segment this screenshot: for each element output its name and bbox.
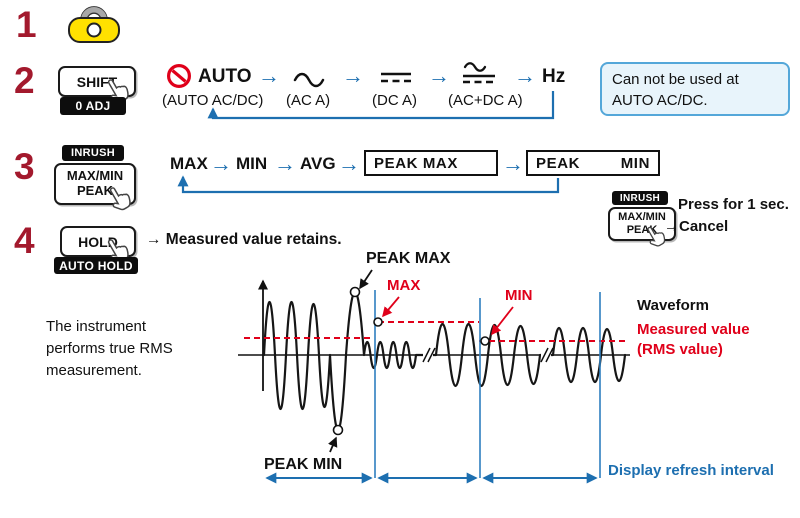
max-min-peak-button-small: MAX/MIN PEAK: [608, 207, 676, 241]
mode-sublabel-acdc: (AC+DC A): [448, 92, 523, 109]
step3-cycle-return-arrow: [177, 175, 560, 194]
press-note: Press for 1 sec.: [678, 196, 789, 213]
peak-min-marker: [332, 424, 344, 436]
inrush-badge-small: INRUSH: [612, 191, 668, 205]
step-4-number: 4: [14, 220, 35, 261]
peak-max-display-box: PEAK MAX: [364, 150, 498, 176]
seq-arrow-icon: →: [502, 151, 524, 176]
auto-acdc-note-box: Can not be used at AUTO AC/DC.: [600, 62, 790, 116]
step-3-number: 3: [14, 146, 35, 187]
peak-max-label: PEAK MAX: [366, 250, 451, 267]
mode-arrow-icon: →: [342, 63, 364, 88]
clamp-sensor-icon: [66, 4, 122, 46]
refresh-interval-label: Display refresh interval: [608, 462, 774, 479]
auto-hold-badge: AUTO HOLD: [54, 257, 138, 274]
mode-arrow-icon: →: [514, 63, 536, 88]
max-pointer-arrow: [382, 296, 400, 318]
peak-min-box-right: MIN: [620, 154, 650, 172]
peak-max-marker: [349, 286, 361, 298]
seq-min-label: MIN: [236, 154, 268, 173]
max-marker: [373, 317, 383, 327]
measured-value-dashed-line: [244, 321, 628, 342]
retains-text: → Measured value retains.: [146, 231, 342, 248]
mode-arrow-icon: →: [258, 63, 280, 88]
seq-arrow-icon: →: [274, 151, 296, 176]
dc-lines-icon: [378, 70, 414, 86]
prohibited-icon: [166, 63, 192, 89]
seq-arrow-icon: →: [338, 151, 360, 176]
waveform-label: Waveform: [637, 297, 709, 314]
min-marker: [480, 336, 490, 346]
max-label: MAX: [387, 277, 421, 294]
min-pointer-arrow: [491, 306, 514, 336]
hz-mode-label: Hz: [542, 66, 566, 87]
max-min-peak-button: MAX/MIN PEAK: [54, 163, 136, 205]
ac-wave-icon: [292, 71, 328, 89]
mode-arrow-icon: →: [428, 63, 450, 88]
hold-button: HOLD: [60, 226, 136, 257]
peak-min-display-box: PEAK MIN: [526, 150, 660, 176]
seq-avg-label: AVG: [300, 154, 336, 173]
min-label: MIN: [505, 287, 533, 304]
cancel-note: →Cancel: [664, 218, 729, 235]
ac-dc-lines-icon: [460, 62, 498, 86]
measured-value-label: Measured value (RMS value): [637, 321, 750, 359]
axis-break-marks: [422, 347, 554, 363]
peak-min-label: PEAK MIN: [264, 456, 343, 473]
waveform-markers: [332, 286, 490, 436]
peak-max-pointer-arrow: [359, 269, 373, 290]
peak-min-pointer-arrow: [328, 436, 338, 453]
seq-arrow-icon: →: [210, 151, 232, 176]
step-1-number: 1: [16, 4, 37, 45]
peak-min-box-left: PEAK: [536, 154, 581, 172]
inrush-badge: INRUSH: [62, 145, 124, 161]
mode-sublabel-dc: (DC A): [372, 92, 417, 109]
refresh-interval-lines: [374, 290, 601, 478]
zero-adj-badge: 0 ADJ: [60, 97, 126, 115]
mode-sublabel-auto: (AUTO AC/DC): [162, 92, 264, 109]
mode-sublabel-ac: (AC A): [286, 92, 331, 109]
auto-mode-label: AUTO: [198, 66, 252, 87]
step-2-number: 2: [14, 60, 35, 101]
waveform-curve: [262, 290, 627, 431]
true-rms-note: The instrument performs true RMS measure…: [46, 318, 173, 379]
seq-max-label: MAX: [170, 154, 208, 173]
